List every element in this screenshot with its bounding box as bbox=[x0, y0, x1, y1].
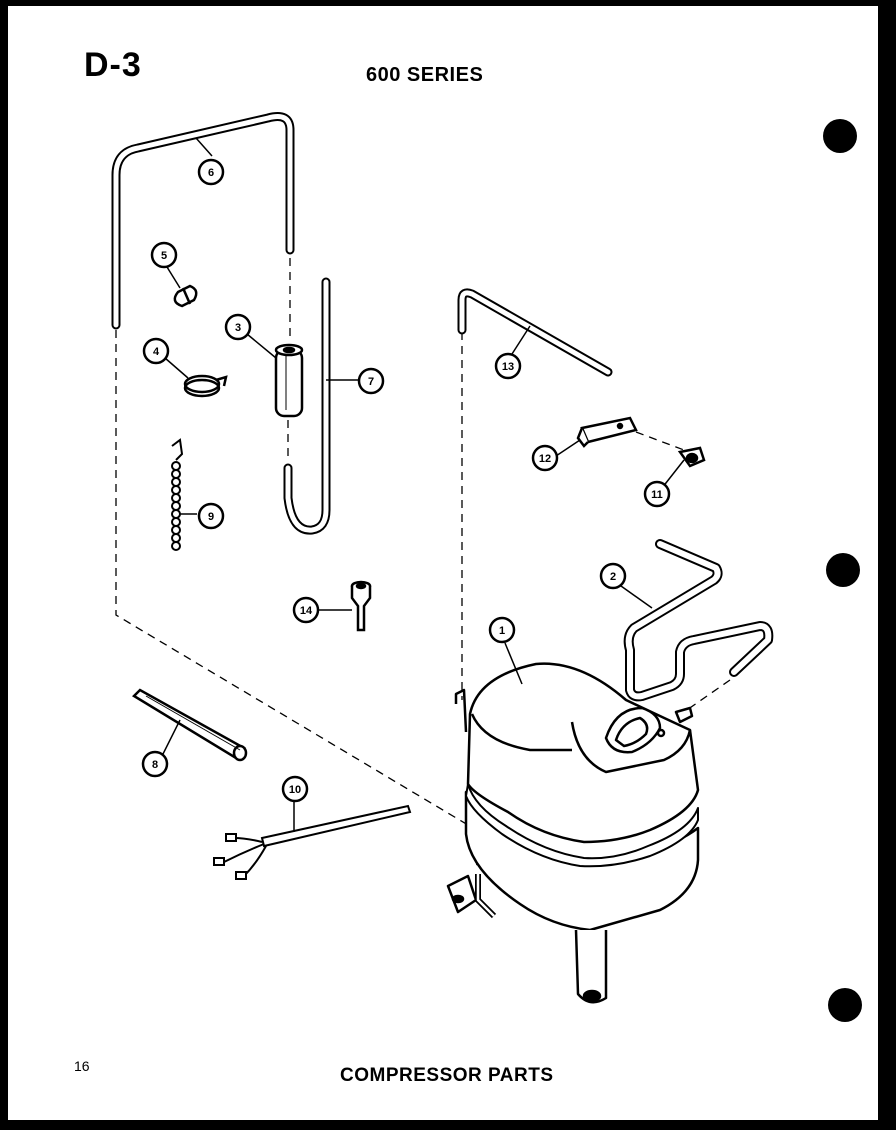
series-label: 600 SERIES bbox=[366, 64, 484, 86]
callout-6: 6 bbox=[197, 158, 225, 186]
part-7-tube bbox=[283, 277, 331, 535]
binder-hole-middle bbox=[826, 553, 860, 587]
callout-1: 1 bbox=[488, 616, 516, 644]
part-3-drier bbox=[274, 343, 304, 418]
callout-7-label: 7 bbox=[368, 376, 374, 388]
callout-13: 13 bbox=[494, 352, 522, 380]
callout-14: 14 bbox=[292, 596, 320, 624]
part-13-tube bbox=[457, 288, 613, 377]
callout-11: 11 bbox=[643, 480, 671, 508]
callout-11-label: 11 bbox=[651, 489, 663, 501]
callout-5: 5 bbox=[150, 241, 178, 269]
callout-2: 2 bbox=[599, 562, 627, 590]
callout-5-label: 5 bbox=[161, 250, 167, 262]
callout-1-label: 1 bbox=[499, 625, 505, 637]
callout-6-label: 6 bbox=[208, 167, 214, 179]
part-11-overload bbox=[677, 446, 706, 468]
part-9-strap bbox=[171, 438, 184, 551]
part-6-tube bbox=[111, 112, 295, 330]
callout-2-label: 2 bbox=[610, 571, 616, 583]
part-12-bracket bbox=[576, 416, 638, 448]
leader-lines bbox=[159, 137, 685, 832]
page-number: 16 bbox=[74, 1058, 90, 1074]
part-4-clamp bbox=[183, 374, 228, 398]
part-5-clip bbox=[173, 284, 198, 308]
callout-8-label: 8 bbox=[152, 759, 158, 771]
part-10-harness bbox=[213, 804, 412, 880]
part-14-fitting bbox=[350, 580, 372, 632]
callout-8: 8 bbox=[141, 750, 169, 778]
callout-3-label: 3 bbox=[235, 322, 241, 334]
callout-14-label: 14 bbox=[300, 605, 313, 617]
callout-12-label: 12 bbox=[539, 453, 551, 465]
callout-4: 4 bbox=[142, 337, 170, 365]
callout-10-label: 10 bbox=[289, 784, 301, 796]
binder-hole-top bbox=[823, 119, 857, 153]
section-label: D-3 bbox=[84, 46, 142, 84]
footer-title: COMPRESSOR PARTS bbox=[340, 1065, 554, 1086]
part-1-compressor bbox=[446, 662, 700, 1004]
callout-10: 10 bbox=[281, 775, 309, 803]
callout-3: 3 bbox=[224, 313, 252, 341]
part-2-tube bbox=[623, 539, 774, 702]
callout-13-label: 13 bbox=[502, 361, 514, 373]
callout-9: 9 bbox=[197, 502, 225, 530]
callout-7: 7 bbox=[357, 367, 385, 395]
drawing-sheet bbox=[8, 6, 878, 1120]
part-8-sleeve bbox=[131, 688, 248, 762]
binder-hole-bottom bbox=[828, 988, 862, 1022]
callout-4-label: 4 bbox=[153, 346, 160, 358]
callout-9-label: 9 bbox=[208, 511, 214, 523]
callout-12: 12 bbox=[531, 444, 559, 472]
